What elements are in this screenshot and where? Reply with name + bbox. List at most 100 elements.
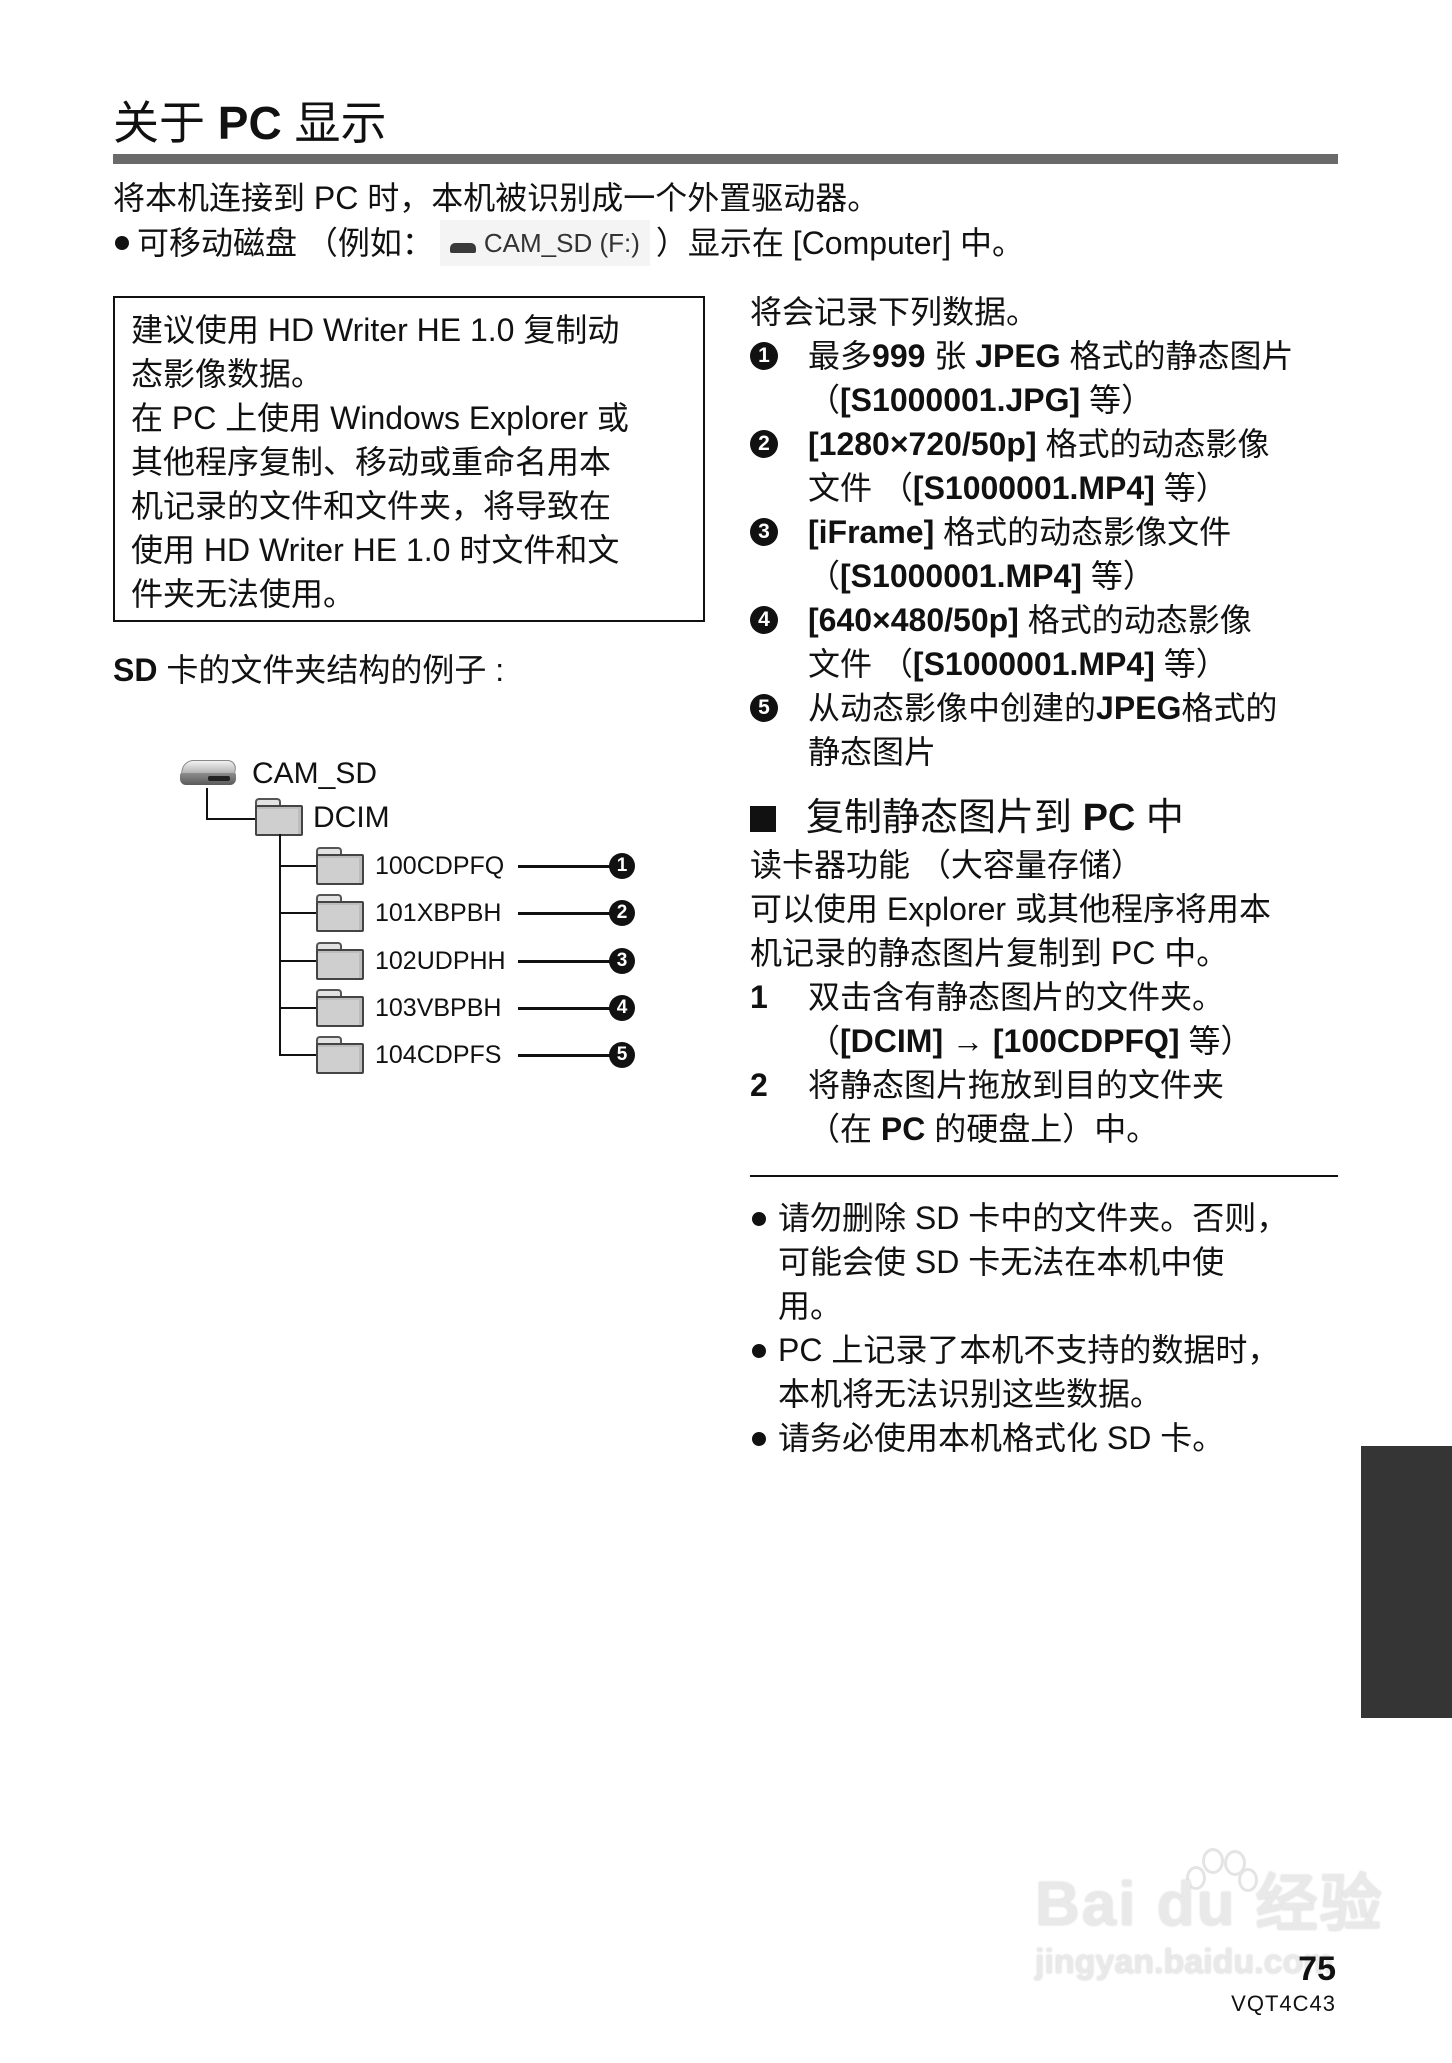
item-text: 最多 <box>808 338 873 374</box>
tree-folder-label: 104CDPFS <box>375 1041 502 1069</box>
step-text-bold: [100CDPFQ] <box>992 1023 1180 1059</box>
marker-3-icon: 3 <box>750 518 778 546</box>
note-text: 可能会使 SD 卡无法在本机中使 <box>778 1244 1225 1280</box>
folder-icon <box>316 989 364 1027</box>
tree-connector <box>279 865 317 867</box>
step-text: （ <box>808 1023 841 1059</box>
tree-folder-label: 100CDPFQ <box>375 852 505 880</box>
callout-line <box>518 1007 612 1010</box>
removable-drive-icon <box>449 243 476 253</box>
folder-icon <box>316 894 364 932</box>
callout-line <box>518 912 612 915</box>
item-text-bold: [S1000001.JPG] <box>840 382 1081 418</box>
callout-line <box>518 865 612 868</box>
bullet-icon <box>115 236 129 250</box>
tree-folder-label: 102UDPHH <box>375 947 506 975</box>
marker-4-icon: 4 <box>609 995 635 1021</box>
note-line: 机记录的文件和文件夹，将导致在 <box>131 488 612 524</box>
folder-structure-heading: SD 卡的文件夹结构的例子 : <box>113 648 504 692</box>
drive-icon <box>178 760 238 788</box>
item-text: 等） <box>1081 558 1155 594</box>
title-underline-bar <box>113 154 1338 164</box>
heading-sd: SD <box>113 652 158 688</box>
tree-folder-label: 101XBPBH <box>375 899 502 927</box>
tree-connector <box>279 834 281 1056</box>
item-text: 格式的 <box>1181 690 1278 726</box>
section-heading-bold: PC <box>1082 797 1136 839</box>
item-text: （ <box>808 558 841 594</box>
page-number: 75 <box>1298 1950 1336 1988</box>
tree-connector <box>279 1007 317 1009</box>
step-text: （在 <box>808 1111 881 1147</box>
step-text-bold: PC <box>880 1111 926 1147</box>
item-text: 格式的动态影像 <box>1018 602 1252 638</box>
note-line: 件夹无法使用。 <box>131 576 356 612</box>
item-text: 等） <box>1154 646 1228 682</box>
item-text: 等） <box>1154 470 1228 506</box>
section-heading-text: 中 <box>1135 797 1184 839</box>
title-text-pc: PC <box>217 97 282 149</box>
drive-example-label: CAM_SD (F:) <box>483 228 640 258</box>
arrow-icon: → <box>943 1023 993 1059</box>
step-text: 的硬盘上）中。 <box>925 1111 1159 1147</box>
item-text-bold: [S1000001.MP4] <box>912 646 1155 682</box>
marker-2-icon: 2 <box>609 900 635 926</box>
step-text-bold: [DCIM] <box>840 1023 944 1059</box>
item-text-bold: [iFrame] <box>808 514 935 550</box>
folder-icon <box>316 847 364 885</box>
document-code: VQT4C43 <box>1231 1991 1336 2016</box>
step-number: 1 <box>750 979 768 1015</box>
item-text-bold: [S1000001.MP4] <box>912 470 1155 506</box>
step-text: 等） <box>1179 1023 1253 1059</box>
intro-bullet-text-b: ）显示在 [Computer] 中。 <box>655 225 1024 261</box>
square-bullet-icon <box>750 806 776 832</box>
tree-connector <box>279 912 317 914</box>
marker-2-icon: 2 <box>750 430 778 458</box>
tree-connector <box>279 1054 317 1056</box>
title-text-a: 关于 <box>113 97 218 149</box>
warning-note-box: 建议使用 HD Writer HE 1.0 复制动 态影像数据。 在 PC 上使… <box>113 296 705 622</box>
baidu-watermark: Bai du 经验 jingyan.baidu.com <box>1035 1870 1384 1980</box>
item-text: 格式的动态影像文件 <box>934 514 1232 550</box>
tree-connector <box>206 788 208 820</box>
item-text-bold: [1280×720/50p] <box>808 426 1037 462</box>
item-text: 静态图片 <box>808 734 937 770</box>
intro-bullet: 可移动磁盘 （例如： CAM_SD (F:) ）显示在 [Computer] 中… <box>113 220 1024 266</box>
item-text: 从动态影像中创建的 <box>808 690 1097 726</box>
item-text-bold: [S1000001.MP4] <box>840 558 1082 594</box>
item-text: 格式的动态影像 <box>1036 426 1270 462</box>
marker-3-icon: 3 <box>609 948 635 974</box>
tree-connector <box>279 960 317 962</box>
bullet-icon <box>752 1212 766 1226</box>
intro-bullet-text-a: 可移动磁盘 （例如： <box>137 225 434 261</box>
callout-line <box>518 960 612 963</box>
note-text: 请务必使用本机格式化 SD 卡。 <box>778 1420 1225 1456</box>
note-text: 用。 <box>778 1288 843 1324</box>
item-text: 张 <box>925 338 976 374</box>
folder-icon <box>255 798 303 836</box>
item-text: （ <box>808 382 841 418</box>
section-divider <box>750 1175 1338 1177</box>
item-text: 文件 （ <box>808 470 913 506</box>
step-text: 将静态图片拖放到目的文件夹 <box>808 1067 1225 1103</box>
heading-rest: 卡的文件夹结构的例子 : <box>157 652 505 688</box>
recorded-data-intro: 将会记录下列数据。 <box>750 294 1039 330</box>
note-line: 建议使用 HD Writer HE 1.0 复制动 <box>131 312 620 348</box>
item-text-bold: JPEG <box>1096 690 1182 726</box>
note-text: 请勿删除 SD 卡中的文件夹。否则， <box>778 1200 1289 1236</box>
page-title: 关于 PC 显示 <box>113 95 386 151</box>
marker-1-icon: 1 <box>609 853 635 879</box>
note-text: PC 上记录了本机不支持的数据时， <box>778 1332 1280 1368</box>
section-heading-text: 复制静态图片到 <box>806 797 1083 839</box>
section-heading-copy-photos: 复制静态图片到 PC 中 <box>750 795 1184 841</box>
item-text-bold: [640×480/50p] <box>808 602 1019 638</box>
tree-drive-label: CAM_SD <box>252 757 378 790</box>
copy-description-line: 可以使用 Explorer 或其他程序将用本 <box>750 891 1271 927</box>
marker-5-icon: 5 <box>750 694 778 722</box>
marker-4-icon: 4 <box>750 606 778 634</box>
step-number: 2 <box>750 1067 768 1103</box>
marker-5-icon: 5 <box>609 1042 635 1068</box>
baidu-paw-icon <box>1180 1848 1258 1908</box>
tree-connector <box>206 818 256 820</box>
bullet-icon <box>752 1344 766 1358</box>
